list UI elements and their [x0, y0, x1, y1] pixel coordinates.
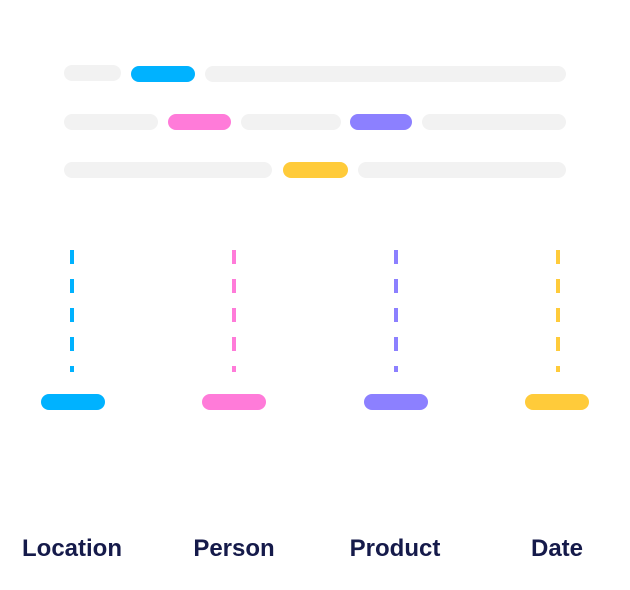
person-token: [168, 114, 231, 130]
text-placeholder: [358, 162, 566, 178]
location-bar: [41, 394, 105, 410]
text-placeholder: [64, 65, 121, 81]
text-placeholder: [241, 114, 341, 130]
product-bar: [364, 394, 428, 410]
location-label: Location: [22, 535, 122, 562]
date-token: [283, 162, 348, 178]
text-placeholder: [205, 66, 566, 82]
person-label: Person: [193, 535, 275, 562]
location-connector: [70, 250, 74, 372]
text-placeholder: [422, 114, 566, 130]
person-bar: [202, 394, 266, 410]
location-token: [131, 66, 195, 82]
date-connector: [556, 250, 560, 372]
text-placeholder: [64, 162, 272, 178]
text-placeholder: [64, 114, 158, 130]
person-connector: [232, 250, 236, 372]
product-connector: [394, 250, 398, 372]
product-token: [350, 114, 412, 130]
date-bar: [525, 394, 589, 410]
date-label: Date: [530, 535, 584, 562]
product-label: Product: [349, 535, 441, 562]
